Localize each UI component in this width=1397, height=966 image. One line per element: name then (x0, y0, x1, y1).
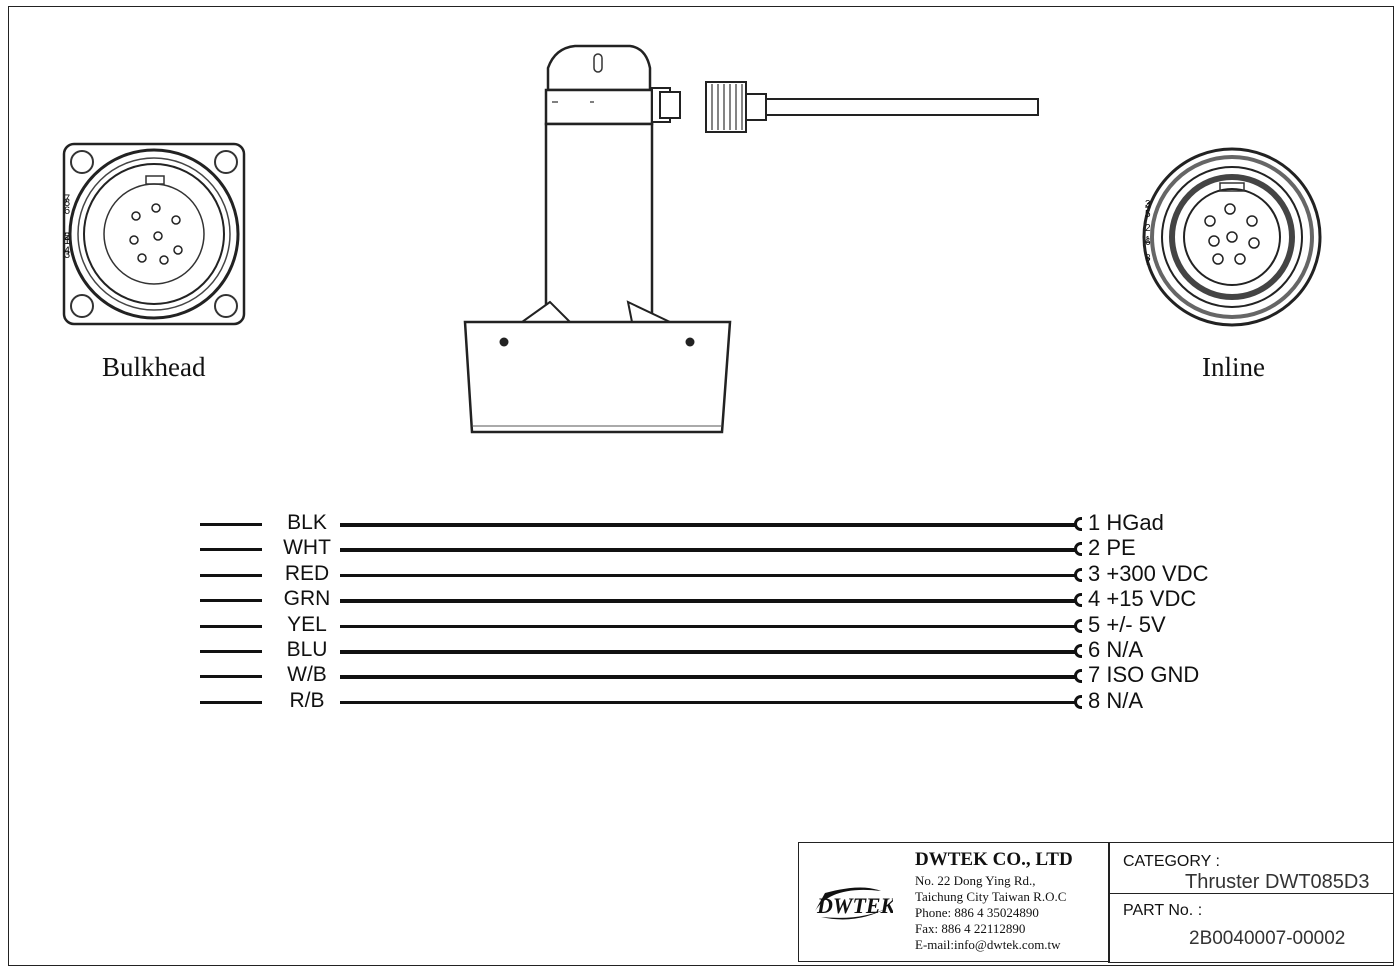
inline-label: Inline (1202, 352, 1265, 382)
pin-number: 4 (64, 245, 70, 257)
fax-number: Fax: 886 4 22112890 (915, 921, 1026, 936)
pin-assignment: 4 +15 VDC (1088, 586, 1197, 612)
wire-color-label: W/B (287, 663, 327, 687)
wire-stub (200, 523, 262, 526)
wire-terminal (1074, 567, 1082, 582)
company-info-box: DWTEK DWTEK CO., LTD No. 22 Dong Ying Rd… (798, 842, 1110, 962)
wire-stub (200, 700, 262, 704)
connector-pin (1208, 235, 1220, 247)
pin-number: 6 (1145, 237, 1151, 248)
pin-number: 3 (64, 249, 70, 261)
wire-stub (200, 599, 262, 603)
connector-pin (1234, 253, 1246, 265)
wire-terminal (1074, 517, 1082, 531)
pin-assignment: 3 +300 VDC (1088, 560, 1209, 586)
wire-stub (200, 650, 262, 653)
wire-color-label: WHT (283, 536, 331, 560)
wire-stub (200, 675, 262, 679)
pin-number: 2 (64, 231, 70, 243)
wire-terminal (1074, 694, 1082, 709)
wire-color-label: GRN (283, 587, 331, 611)
pin-number: 1 (1145, 235, 1151, 246)
connector-pin (1212, 253, 1224, 265)
thruster-drawing (463, 44, 1039, 434)
connector-pin (137, 253, 147, 263)
pin-assignment: 1 HGad (1088, 510, 1164, 535)
category-value: Thruster DWT085D3 (1185, 871, 1370, 893)
wire-terminal (1074, 644, 1082, 658)
connector-pin (129, 235, 139, 245)
part-number-value: 2B0040007-00002 (1189, 928, 1346, 949)
pin-assignment: 8 N/A (1088, 687, 1144, 713)
wire-terminal (1074, 542, 1082, 557)
bulkhead-label: Bulkhead (102, 352, 206, 382)
connector-pin (1248, 237, 1260, 249)
connector-pin (153, 231, 163, 241)
pin-number: 6 (64, 205, 70, 217)
pin-assignment: 7 ISO GND (1088, 662, 1200, 688)
pin-number: 8 (64, 197, 70, 209)
category-label: CATEGORY : (1123, 853, 1220, 870)
wire-color-label: R/B (289, 688, 325, 712)
wire-color-label: RED (284, 561, 330, 585)
pin-assignment: 2 PE (1088, 535, 1136, 561)
wire-terminal (1074, 618, 1082, 633)
part-number-label: PART No. : (1123, 902, 1203, 919)
pin-assignment: 6 N/A (1088, 637, 1144, 662)
wire-stub (200, 624, 262, 628)
connector-pin (1204, 215, 1216, 227)
wire-line (340, 624, 1075, 629)
wire-stub (200, 548, 262, 552)
wire-line (340, 675, 1075, 679)
pin-number: 7 (64, 193, 70, 205)
pin-assignment: 5 +/- 5V (1088, 611, 1166, 637)
connector-pin (1226, 231, 1238, 243)
address-line-2: Taichung City Taiwan R.O.C (915, 889, 1067, 904)
wire-line (340, 599, 1075, 603)
wire-stub (200, 573, 262, 577)
wire-color-label: BLU (286, 638, 328, 661)
part-number-box: PART No. : 2B0040007-00002 (1108, 893, 1394, 963)
pin-number: 1 (64, 235, 70, 247)
company-name: DWTEK CO., LTD (915, 849, 1073, 870)
connector-pin (1246, 215, 1258, 227)
dwtek-logo-icon: DWTEK (815, 887, 893, 920)
wire-terminal (1074, 593, 1082, 608)
pin-number: 2 (1145, 223, 1151, 234)
pin-number: 5 (1145, 209, 1151, 220)
wire-color-label: YEL (287, 612, 327, 636)
wire-line (340, 523, 1075, 527)
wire-line (340, 700, 1075, 705)
connector-pin (173, 245, 183, 255)
wire-line (340, 650, 1075, 654)
pin-number: 4 (1145, 201, 1151, 212)
address-line-1: No. 22 Dong Ying Rd., (915, 873, 1036, 888)
wire-line (340, 573, 1075, 578)
wire-color-label: BLK (287, 511, 327, 534)
phone-number: Phone: 886 4 35024890 (915, 905, 1039, 920)
connector-pin (151, 203, 161, 213)
pin-number: 7 (1145, 257, 1151, 268)
connector-pin (159, 255, 169, 265)
email-address: E-mail:info@dwtek.com.tw (915, 937, 1061, 952)
wire-terminal (1074, 669, 1082, 684)
pin-number: 3 (1145, 199, 1151, 210)
pin-number: 8 (1145, 253, 1151, 264)
category-box: CATEGORY : Thruster DWT085D3 (1108, 842, 1394, 894)
pin-number: 5 (64, 231, 70, 243)
connector-pin (131, 211, 141, 221)
logo-text: DWTEK (816, 893, 893, 918)
connector-pin (171, 215, 181, 225)
wire-line (340, 548, 1075, 552)
connector-pin (1224, 203, 1236, 215)
